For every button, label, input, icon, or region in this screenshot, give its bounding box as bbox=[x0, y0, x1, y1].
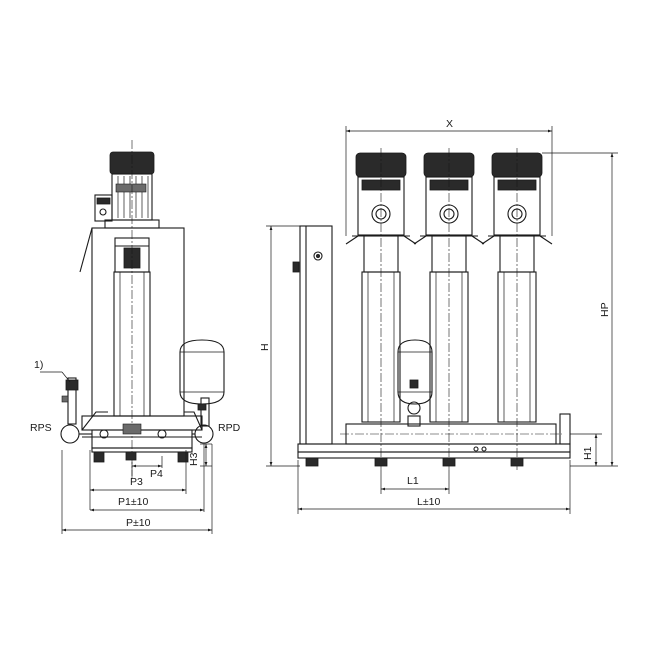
label-rpd: RPD bbox=[218, 422, 241, 434]
side-base-frame bbox=[81, 415, 203, 463]
label-p3: P3 bbox=[130, 476, 143, 488]
side-cabinet-door bbox=[79, 227, 93, 273]
label-rps: RPS bbox=[30, 422, 52, 434]
side-view bbox=[40, 140, 225, 534]
front-control-cabinet bbox=[292, 225, 333, 445]
label-l: L±10 bbox=[417, 496, 440, 508]
side-motor bbox=[94, 151, 160, 229]
label-h1: H1 bbox=[582, 446, 594, 460]
front-dimensions bbox=[266, 126, 618, 514]
label-p1: P1±10 bbox=[118, 496, 148, 508]
front-base-frame bbox=[297, 413, 571, 467]
pump-2 bbox=[413, 148, 485, 470]
label-h3: H3 bbox=[188, 452, 200, 466]
label-p: P±10 bbox=[126, 517, 151, 529]
pump-3 bbox=[481, 148, 553, 470]
discharge-connection bbox=[179, 339, 225, 444]
suction-connection bbox=[40, 371, 108, 444]
side-pressure-vessel bbox=[179, 339, 225, 405]
label-p4: P4 bbox=[150, 468, 163, 480]
side-dimensions bbox=[61, 443, 213, 534]
front-pressure-vessel bbox=[397, 339, 433, 427]
label-note-1: 1) bbox=[34, 359, 43, 371]
label-x: X bbox=[446, 118, 453, 130]
label-h: H bbox=[259, 343, 271, 351]
front-view bbox=[266, 126, 618, 514]
label-hp: HP bbox=[599, 302, 611, 317]
label-l1: L1 bbox=[407, 475, 419, 487]
pump-1 bbox=[345, 148, 417, 470]
